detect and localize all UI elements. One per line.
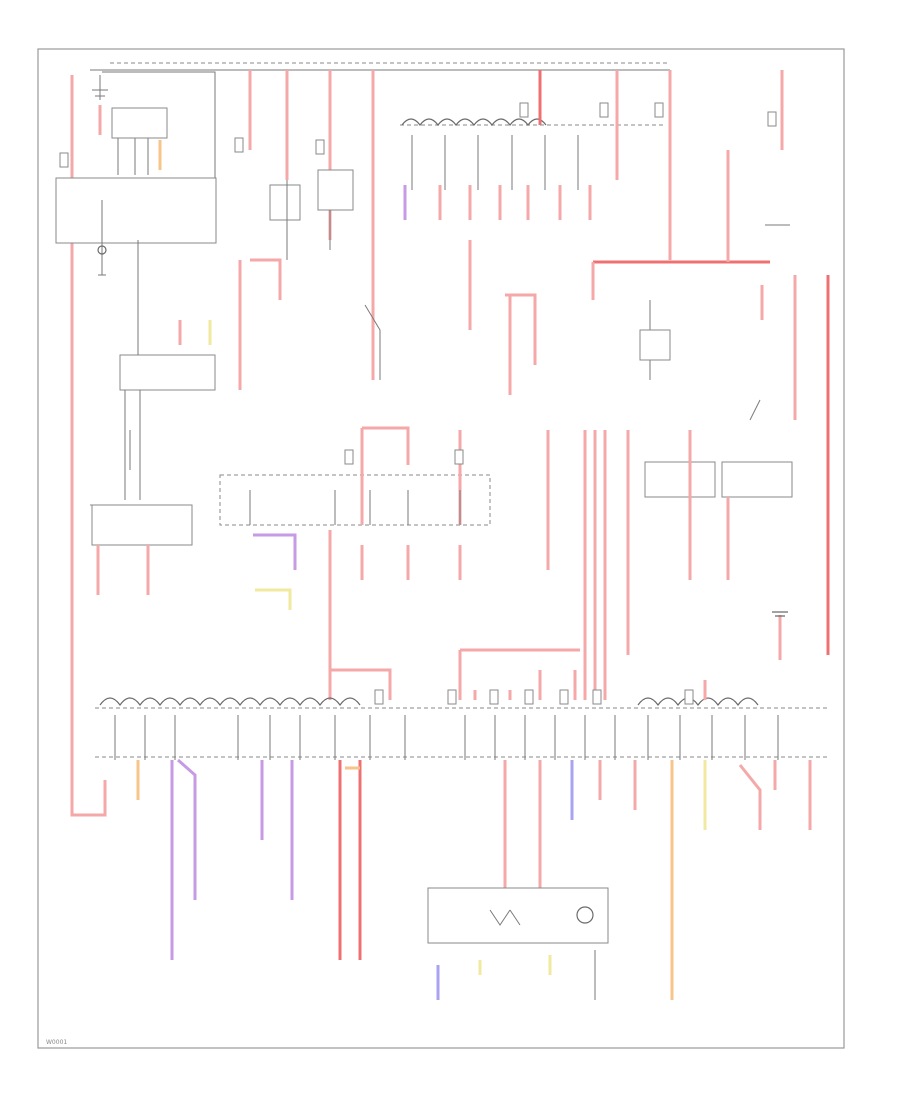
footer-code: W0001	[46, 1039, 67, 1046]
center-right-feeds	[458, 430, 793, 700]
battery-generator-starter-section	[55, 62, 670, 817]
diagram-frame	[37, 48, 845, 1049]
bottom-fuse-rail	[95, 668, 830, 1000]
top-middle-feeds	[238, 70, 381, 390]
wire-code-markers	[59, 102, 777, 705]
middle-fuse-box	[219, 426, 491, 700]
top-right-fuse-block	[400, 70, 830, 655]
